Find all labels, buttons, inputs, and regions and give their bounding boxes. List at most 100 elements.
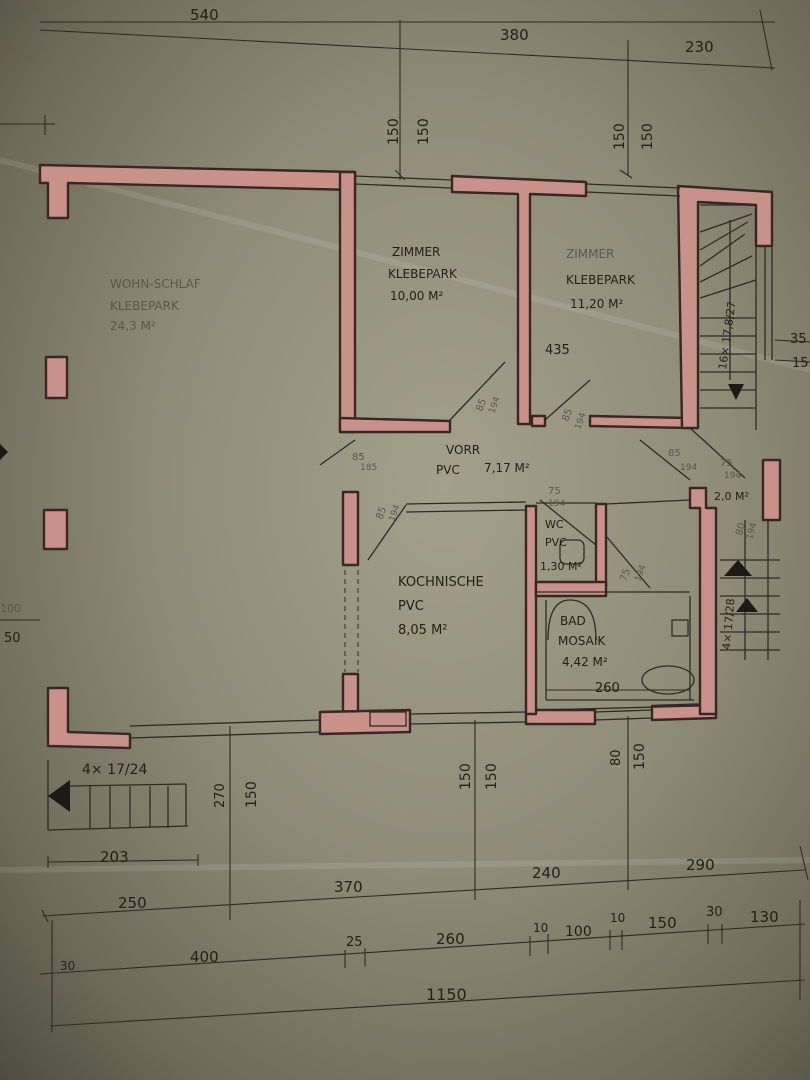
dim-150: 150 [648,914,677,932]
staircase-top-right [699,204,757,430]
stair-direction-arrow-icon [728,384,744,400]
svg-text:PVC: PVC [398,599,424,614]
svg-text:185: 185 [360,463,377,473]
svg-text:BAD: BAD [560,614,586,628]
svg-text:WC: WC [545,518,564,531]
room-label-wohn-schlaf: WOHN-SCHLAF KLEBEPARK 24,3 M² [110,277,201,333]
svg-text:PVC: PVC [436,463,460,477]
svg-text:VORR: VORR [446,443,480,457]
svg-text:75: 75 [548,486,561,497]
svg-text:194: 194 [633,563,648,583]
dim-10: 10 [610,911,625,925]
walls [38,163,782,750]
dim-30: 30 [60,959,75,973]
svg-text:194: 194 [548,499,565,509]
room-label-wc: WC PVC 1,30 M² [540,518,582,573]
stair-arrow-icon [736,598,758,612]
dim-260: 260 [436,930,465,948]
svg-text:85: 85 [474,397,489,413]
dim-v-150: 150 [632,743,648,770]
svg-text:194: 194 [573,411,588,431]
svg-text:194: 194 [724,471,741,481]
stair-bottom-label: 4× 17/24 [82,762,148,778]
room-label-kochnische: KOCHNISCHE PVC 8,05 M² [398,575,484,638]
svg-text:194: 194 [680,463,697,473]
svg-text:WOHN-SCHLAF: WOHN-SCHLAF [110,277,201,291]
dim-v-150: 150 [458,763,474,790]
dim-top-v-150: 150 [640,123,656,150]
staircase-right-lower [720,520,780,660]
dim-10: 10 [533,921,548,935]
svg-text:KLEBEPARK: KLEBEPARK [566,273,636,287]
dim-25: 25 [346,935,363,950]
dim-right-15: 15 [792,356,809,371]
svg-text:KLEBEPARK: KLEBEPARK [110,299,180,313]
svg-text:75: 75 [618,567,633,583]
dim-total-1150: 1150 [426,985,467,1004]
dim-290: 290 [686,856,715,874]
svg-text:KOCHNISCHE: KOCHNISCHE [398,575,484,590]
staircase-bottom-left [47,760,189,831]
dim-top-v-150: 150 [612,123,628,150]
stair-side-label: 4× 17/28 [720,598,737,650]
dim-left-100: 100 [0,602,21,615]
svg-text:4,42 M²: 4,42 M² [562,655,608,669]
dim-30: 30 [706,905,723,920]
top-dimension-lines [0,9,776,181]
window-lines [129,175,773,739]
room-label-zimmer1: ZIMMER KLEBEPARK 10,00 M² [388,245,458,303]
edge-arrow-icon [0,444,8,460]
dim-400: 400 [190,948,219,966]
paper-fold-line [0,857,810,873]
svg-text:85: 85 [668,448,681,459]
svg-text:10,00 M²: 10,00 M² [390,289,444,303]
svg-text:80: 80 [734,522,748,537]
dim-v-80: 80 [609,749,624,766]
vertical-dimension-lines [229,716,629,920]
svg-text:85: 85 [374,505,389,521]
dim-240: 240 [532,864,561,882]
paper-fold-line [0,157,810,373]
dim-right-35: 35 [790,332,807,347]
dim-100: 100 [565,924,592,940]
room-label-bad: BAD MOSAIK 4,42 M² [558,614,608,669]
dim-top-380: 380 [500,26,529,44]
svg-text:ZIMMER: ZIMMER [392,245,440,259]
dim-inner-435: 435 [545,343,570,358]
dim-top-230: 230 [685,38,714,56]
dim-v-150: 150 [244,781,260,808]
dim-130: 130 [750,908,779,926]
svg-text:85: 85 [560,407,575,423]
svg-text:85: 85 [352,452,365,463]
svg-text:24,3 M²: 24,3 M² [110,319,156,333]
dim-top-v-150: 150 [386,118,402,145]
door-swings [319,361,746,727]
svg-text:ZIMMER: ZIMMER [566,247,614,261]
dim-left-50: 50 [4,631,21,646]
svg-text:194: 194 [745,521,759,540]
svg-text:PVC: PVC [545,536,567,549]
svg-text:7,17 M²: 7,17 M² [484,461,530,475]
dim-250: 250 [118,894,147,912]
svg-text:194: 194 [487,395,502,415]
dim-v-270: 270 [213,783,228,808]
stair-bottom-arrow-icon [48,780,70,812]
svg-text:75: 75 [720,458,733,469]
room-label-zimmer2: ZIMMER KLEBEPARK 11,20 M² [566,247,636,311]
dim-inner-260: 260 [595,681,620,696]
dim-370: 370 [334,878,363,896]
bottom-dimension-lines [39,845,809,1032]
dim-203: 203 [100,848,129,866]
room-label-small: 2,0 M² [714,490,749,503]
stair-arrow-icon [724,560,752,576]
svg-text:8,05 M²: 8,05 M² [398,623,448,638]
svg-text:MOSAIK: MOSAIK [558,634,606,648]
dim-top-v-150: 150 [416,118,432,145]
dim-v-150: 150 [484,763,500,790]
svg-text:KLEBEPARK: KLEBEPARK [388,267,458,281]
dim-top-540: 540 [190,6,219,24]
svg-text:11,20 M²: 11,20 M² [570,297,624,311]
room-label-vorr: VORR PVC 7,17 M² [436,443,530,477]
svg-text:1,30 M²: 1,30 M² [540,560,582,573]
